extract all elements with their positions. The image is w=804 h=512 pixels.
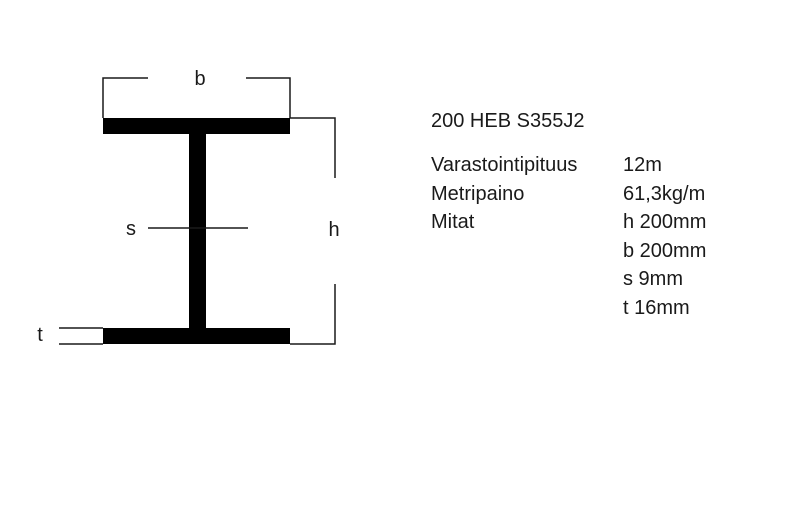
spec-value: t 16mm bbox=[623, 296, 690, 319]
width-label: b bbox=[194, 68, 205, 90]
top-flange bbox=[103, 118, 290, 134]
spec-value: h 200mm bbox=[623, 211, 707, 233]
product-info-panel: 200 HEB S355J2 Varastointipituus 12m Met… bbox=[431, 107, 706, 322]
height-dimension-line bbox=[290, 117, 336, 345]
spec-table: Varastointipituus 12m Metripaino 61,3kg/… bbox=[431, 151, 706, 322]
spec-key: Varastointipituus bbox=[431, 154, 578, 176]
spec-row-dimensions-cont: s 9mm bbox=[431, 265, 706, 294]
web bbox=[189, 133, 206, 330]
spec-value: 12m bbox=[623, 154, 662, 176]
spec-value: s 9mm bbox=[623, 268, 683, 290]
spec-row-weight: Metripaino 61,3kg/m bbox=[431, 180, 706, 209]
bottom-flange bbox=[103, 328, 290, 344]
flange-thickness-label: t bbox=[37, 324, 43, 346]
flange-thickness-lines bbox=[59, 327, 103, 345]
spec-row-dimensions-cont: t 16mm bbox=[431, 294, 706, 323]
spec-value: b 200mm bbox=[623, 239, 707, 262]
product-title: 200 HEB S355J2 bbox=[431, 110, 585, 132]
spec-value: 61,3kg/m bbox=[623, 182, 706, 205]
spec-row-storage-length: Varastointipituus 12m bbox=[431, 151, 706, 180]
spec-key: Metripaino bbox=[431, 182, 525, 205]
spec-row-dimensions-cont: b 200mm bbox=[431, 237, 706, 266]
web-thickness-label: s bbox=[126, 218, 136, 240]
height-label: h bbox=[328, 219, 339, 241]
spec-key: Mitat bbox=[431, 211, 475, 233]
width-dimension-line bbox=[102, 77, 291, 118]
spec-row-dimensions: Mitat h 200mm bbox=[431, 208, 706, 237]
